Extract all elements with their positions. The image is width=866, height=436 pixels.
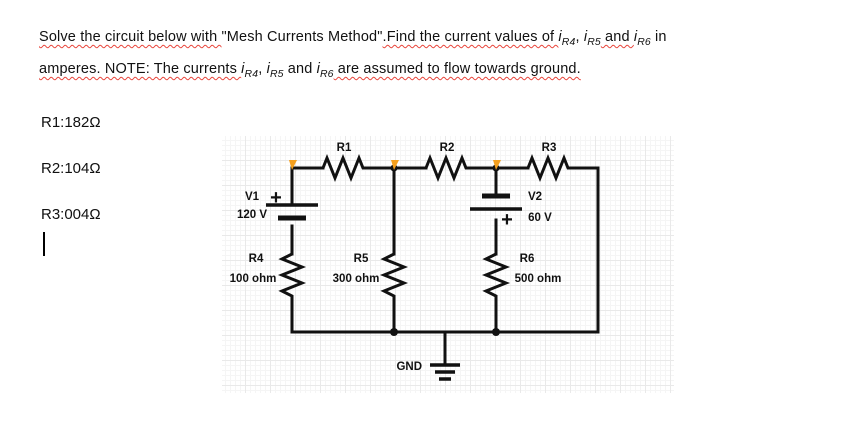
label-r3: R3 xyxy=(542,142,557,154)
current-symbol-letter: i xyxy=(583,29,588,45)
resistor-r3-zigzag xyxy=(526,153,570,183)
resistor-r6-zigzag xyxy=(481,252,511,300)
problem-text-part: , xyxy=(258,60,267,77)
junction-dot-bottom-mid xyxy=(390,328,398,336)
text-cursor-caret xyxy=(43,232,45,256)
circuit-wires xyxy=(290,166,600,367)
label-v2: V2 xyxy=(528,191,542,203)
given-values-list: R1:182Ω R2:104Ω R3:004Ω xyxy=(41,100,101,238)
problem-text-part: , xyxy=(575,29,584,45)
current-symbol-letter: i xyxy=(316,60,320,77)
label-v1-value: 120 V xyxy=(237,209,267,221)
problem-statement: Solve the circuit below with "Mesh Curre… xyxy=(39,24,839,88)
circuit-schematic-svg: R1 R2 R3 V1 120 V + V2 60 V + R4 100 ohm… xyxy=(230,142,600,381)
current-symbol-ir5: iR5 xyxy=(266,60,284,80)
label-r4-value: 100 ohm xyxy=(230,273,277,285)
junction-dot-bottom-right xyxy=(492,328,500,336)
current-symbol-letter: i xyxy=(266,60,270,77)
problem-text-part: and xyxy=(283,60,317,77)
circuit-labels: R1 R2 R3 V1 120 V + V2 60 V + R4 100 ohm… xyxy=(230,142,562,373)
resistor-r1-zigzag xyxy=(321,153,366,183)
problem-text-part: amperes. NOTE: The currents xyxy=(39,60,242,77)
voltage-source-v2 xyxy=(470,193,522,211)
current-symbol-ir6: iR6 xyxy=(633,29,651,48)
label-r1: R1 xyxy=(337,142,352,154)
current-symbol-subscript: R6 xyxy=(637,36,651,48)
given-value-r2: R2:104Ω xyxy=(41,160,101,177)
problem-statement-line-1: Solve the circuit below with "Mesh Curre… xyxy=(39,24,839,56)
current-symbol-subscript: R6 xyxy=(319,68,334,80)
problem-quoted-method: "Mesh Currents Method" xyxy=(221,29,383,45)
voltage-source-v1 xyxy=(266,203,318,221)
current-symbol-subscript: R5 xyxy=(269,68,284,80)
label-v2-polarity: + xyxy=(501,209,513,231)
label-r2: R2 xyxy=(440,142,455,154)
current-symbol-subscript: R4 xyxy=(561,36,576,48)
resistor-r5-zigzag xyxy=(379,252,409,300)
label-v1-polarity: + xyxy=(270,187,282,209)
node-marker-a xyxy=(289,160,297,170)
current-symbol-letter: i xyxy=(558,29,562,45)
circuit-diagram: R1 R2 R3 V1 120 V + V2 60 V + R4 100 ohm… xyxy=(222,136,674,393)
problem-text-part: .Find the current values of xyxy=(382,29,559,45)
junction-dots xyxy=(390,164,500,336)
current-symbol-ir5: iR5 xyxy=(583,29,601,48)
resistor-r2-zigzag xyxy=(424,153,468,183)
label-v1: V1 xyxy=(245,191,260,203)
problem-statement-line-2: amperes. NOTE: The currents iR4, iR5 and… xyxy=(39,56,839,88)
given-value-r3: R3:004Ω xyxy=(41,206,101,223)
given-value-r1: R1:182Ω xyxy=(41,114,101,131)
label-v2-value: 60 V xyxy=(528,212,552,224)
problem-text-part: and xyxy=(600,29,634,45)
current-symbol-ir4: iR4 xyxy=(558,29,576,48)
ground-symbol xyxy=(430,363,460,381)
label-r5: R5 xyxy=(354,253,369,265)
resistor-r4-zigzag xyxy=(277,252,307,300)
label-r4: R4 xyxy=(249,253,264,265)
node-marker-c xyxy=(493,160,501,170)
current-symbol-subscript: R5 xyxy=(587,36,601,48)
current-symbol-letter: i xyxy=(633,29,638,45)
current-symbol-subscript: R4 xyxy=(244,68,259,80)
horizontal-resistors xyxy=(321,153,570,183)
label-r6-value: 500 ohm xyxy=(515,273,562,285)
current-symbol-ir6: iR6 xyxy=(316,60,334,80)
node-marker-b xyxy=(391,160,399,170)
problem-text-part: are assumed to flow towards ground. xyxy=(333,60,581,77)
problem-text-part: Solve the circuit below with xyxy=(39,29,222,45)
current-symbol-ir4: iR4 xyxy=(241,60,259,80)
label-r5-value: 300 ohm xyxy=(333,273,380,285)
vertical-resistors xyxy=(277,252,511,300)
node-markers xyxy=(289,160,501,170)
label-r6: R6 xyxy=(520,253,535,265)
label-gnd: GND xyxy=(396,361,422,373)
current-symbol-letter: i xyxy=(241,60,245,77)
problem-text-part: in xyxy=(650,29,667,45)
